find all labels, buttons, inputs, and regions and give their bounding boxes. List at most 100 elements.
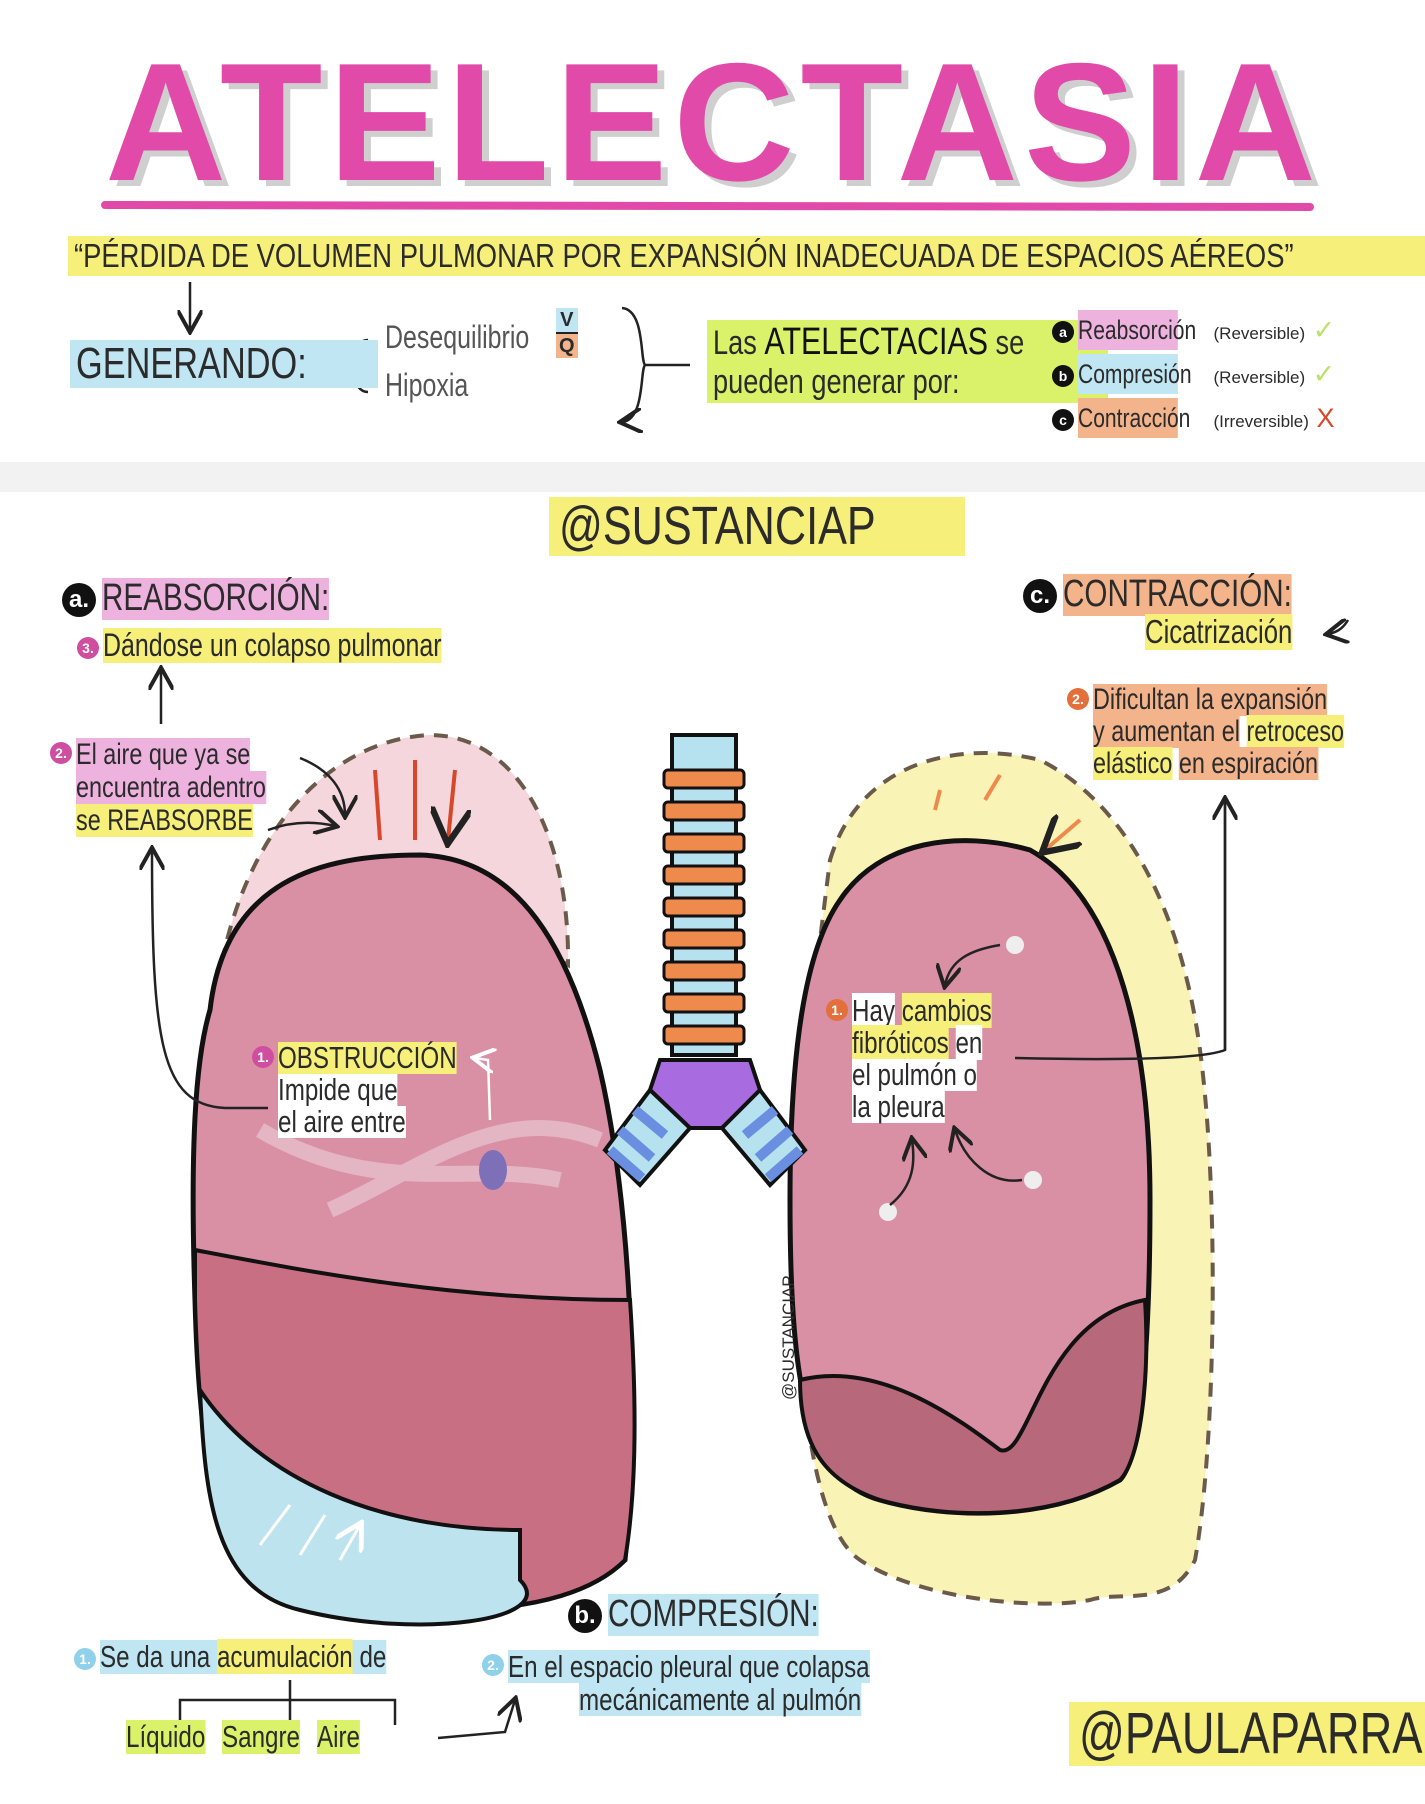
step-number: 1.: [74, 1647, 96, 1670]
definition-text: “PÉRDIDA DE VOLUMEN PULMONAR POR EXPANSI…: [74, 237, 1294, 274]
step-text: Dándose un colapso pulmonar: [103, 627, 442, 664]
step-line: el aire entre: [278, 1104, 406, 1139]
contraccion-sub: Cicatrización: [1145, 613, 1334, 651]
check-icon: ✓: [1312, 315, 1336, 345]
type-sangre: Sangre: [222, 1719, 301, 1755]
reabsorcion-step2: 2. El aire que ya se encuentra adentro s…: [50, 738, 320, 837]
fibrosis-dot: [1006, 936, 1024, 954]
step-line-highlight: cambios: [901, 993, 992, 1028]
step-line: mecánicamente al pulmón: [578, 1682, 862, 1717]
type-aire: Aire: [316, 1719, 360, 1755]
check-icon: ✓: [1312, 359, 1336, 389]
step-line: En el espacio pleural que colapsa: [508, 1649, 870, 1684]
step-number: 2.: [482, 1654, 504, 1676]
step-line-highlight: retroceso: [1246, 715, 1345, 748]
step-line: Dificultan la expansión: [1093, 683, 1328, 716]
bullet-a: a: [1052, 320, 1074, 343]
cause-note: (Reversible): [1213, 324, 1306, 343]
author-text: @PAULAPARRA: [1079, 1701, 1423, 1766]
accumulation-types: Líquido Sangre Aire: [126, 1719, 372, 1755]
pressure-arrows: [258, 1505, 360, 1561]
step-line: la pleura: [852, 1089, 945, 1124]
reabsorcion-step3: 3.Dándose un colapso pulmonar: [77, 627, 537, 664]
watermark-vertical: @SUSTANCIAP: [779, 1275, 798, 1400]
title-underline: [101, 201, 1314, 211]
fibrosis-dot: [879, 1203, 897, 1221]
step-number: 3.: [77, 636, 99, 659]
generando-item-1: Desequilibrio: [385, 319, 570, 355]
intro-post: se: [995, 324, 1025, 362]
page-title: ATELECTASIA: [105, 28, 1323, 216]
contraction-arrows: [933, 773, 1080, 850]
step-line: encuentra adentro: [76, 771, 266, 804]
step-number: 2.: [1067, 688, 1089, 710]
step-line: Impide que: [278, 1072, 398, 1107]
generando-item-text: Hipoxia: [385, 367, 469, 403]
cause-label: Contracción: [1078, 398, 1190, 438]
cause-label: Reabsorción: [1078, 310, 1196, 350]
generando-text: GENERANDO:: [76, 339, 307, 388]
watermark-top: @SUSTANCIAP: [549, 496, 965, 557]
compresion-heading: b.COMPRESIÓN:: [568, 1593, 878, 1636]
contraccion-step2: 2. Dificultan la expansión y aumentan el…: [1067, 684, 1415, 780]
causes-intro-line2: pueden generar por:: [713, 362, 960, 401]
type-liquido: Líquido: [126, 1719, 206, 1755]
intro-pre: Las: [713, 324, 757, 362]
sub-text: Cicatrización: [1145, 613, 1293, 651]
trachea: [602, 733, 808, 1188]
step-line: se REABSORBE: [76, 804, 253, 837]
step-line: el pulmón o: [852, 1057, 978, 1092]
bullet-b: b.: [568, 1598, 602, 1633]
step-number: 2.: [50, 742, 72, 764]
reabsorcion-step1: 1. OBSTRUCCIÓN Impide que el aire entre: [252, 1042, 507, 1138]
generando-item-text: Desequilibrio: [385, 319, 530, 355]
causes-intro: Las ATELECTACIAS se pueden generar por:: [707, 320, 1109, 404]
heading-text: COMPRESIÓN:: [608, 1593, 819, 1636]
generando-label: GENERANDO:: [70, 339, 378, 389]
contraccion-heading: c.CONTRACCIÓN:: [1023, 573, 1356, 616]
cause-note: (Irreversible): [1213, 412, 1309, 431]
step-line: Hay: [852, 993, 896, 1028]
watermark-text: @SUSTANCIAP: [559, 496, 876, 556]
bronchial-tree: [255, 1120, 603, 1218]
bullet-c: c.: [1023, 578, 1057, 613]
bullet-c: c: [1052, 408, 1074, 431]
step-line: en: [955, 1025, 983, 1060]
causes-intro-line1: Las ATELECTACIAS se: [713, 321, 1025, 364]
right-lung-lower-lobe: [797, 1297, 1149, 1516]
cause-label: Compresión: [1078, 354, 1192, 394]
section-divider: [0, 462, 1425, 492]
compresion-step2: 2. En el espacio pleural que colapsa mec…: [482, 1650, 972, 1716]
vq-ratio: V Q: [556, 308, 578, 358]
bullet-a: a.: [62, 582, 96, 617]
collapse-arrows: [373, 760, 455, 840]
x-icon: X: [1316, 403, 1335, 433]
intro-strong: ATELECTACIAS: [764, 321, 988, 363]
bullet-b: b: [1052, 364, 1074, 387]
step-highlight: acumulación: [216, 1639, 353, 1674]
step-title: OBSTRUCCIÓN: [278, 1040, 457, 1075]
ratio-v: V: [556, 308, 578, 334]
generando-item-2: Hipoxia: [385, 367, 492, 403]
definition: “PÉRDIDA DE VOLUMEN PULMONAR POR EXPANSI…: [68, 236, 1425, 277]
ratio-q: Q: [556, 334, 578, 358]
contraccion-step1: 1. Hay cambios fibróticos en el pulmón o…: [826, 993, 1031, 1124]
step-line: y aumentan el: [1093, 715, 1240, 748]
heading-text: REABSORCIÓN:: [102, 577, 330, 620]
reabsorcion-heading: a.REABSORCIÓN:: [62, 577, 393, 620]
step-line: en espiración: [1178, 747, 1319, 780]
step-line: El aire que ya se: [76, 738, 251, 771]
big-brace: [622, 306, 690, 422]
step-line-highlight: elástico: [1093, 747, 1173, 780]
obstruction: [479, 1150, 507, 1190]
compresion-step1: 1.Se da una acumulación de: [74, 1639, 467, 1675]
step-number: 1.: [826, 999, 848, 1021]
arrow-to-expansion: [1014, 800, 1227, 1061]
step-text: de: [359, 1639, 387, 1674]
step-text: Se da una: [100, 1639, 211, 1674]
author-handle: @PAULAPARRA: [1069, 1702, 1425, 1766]
